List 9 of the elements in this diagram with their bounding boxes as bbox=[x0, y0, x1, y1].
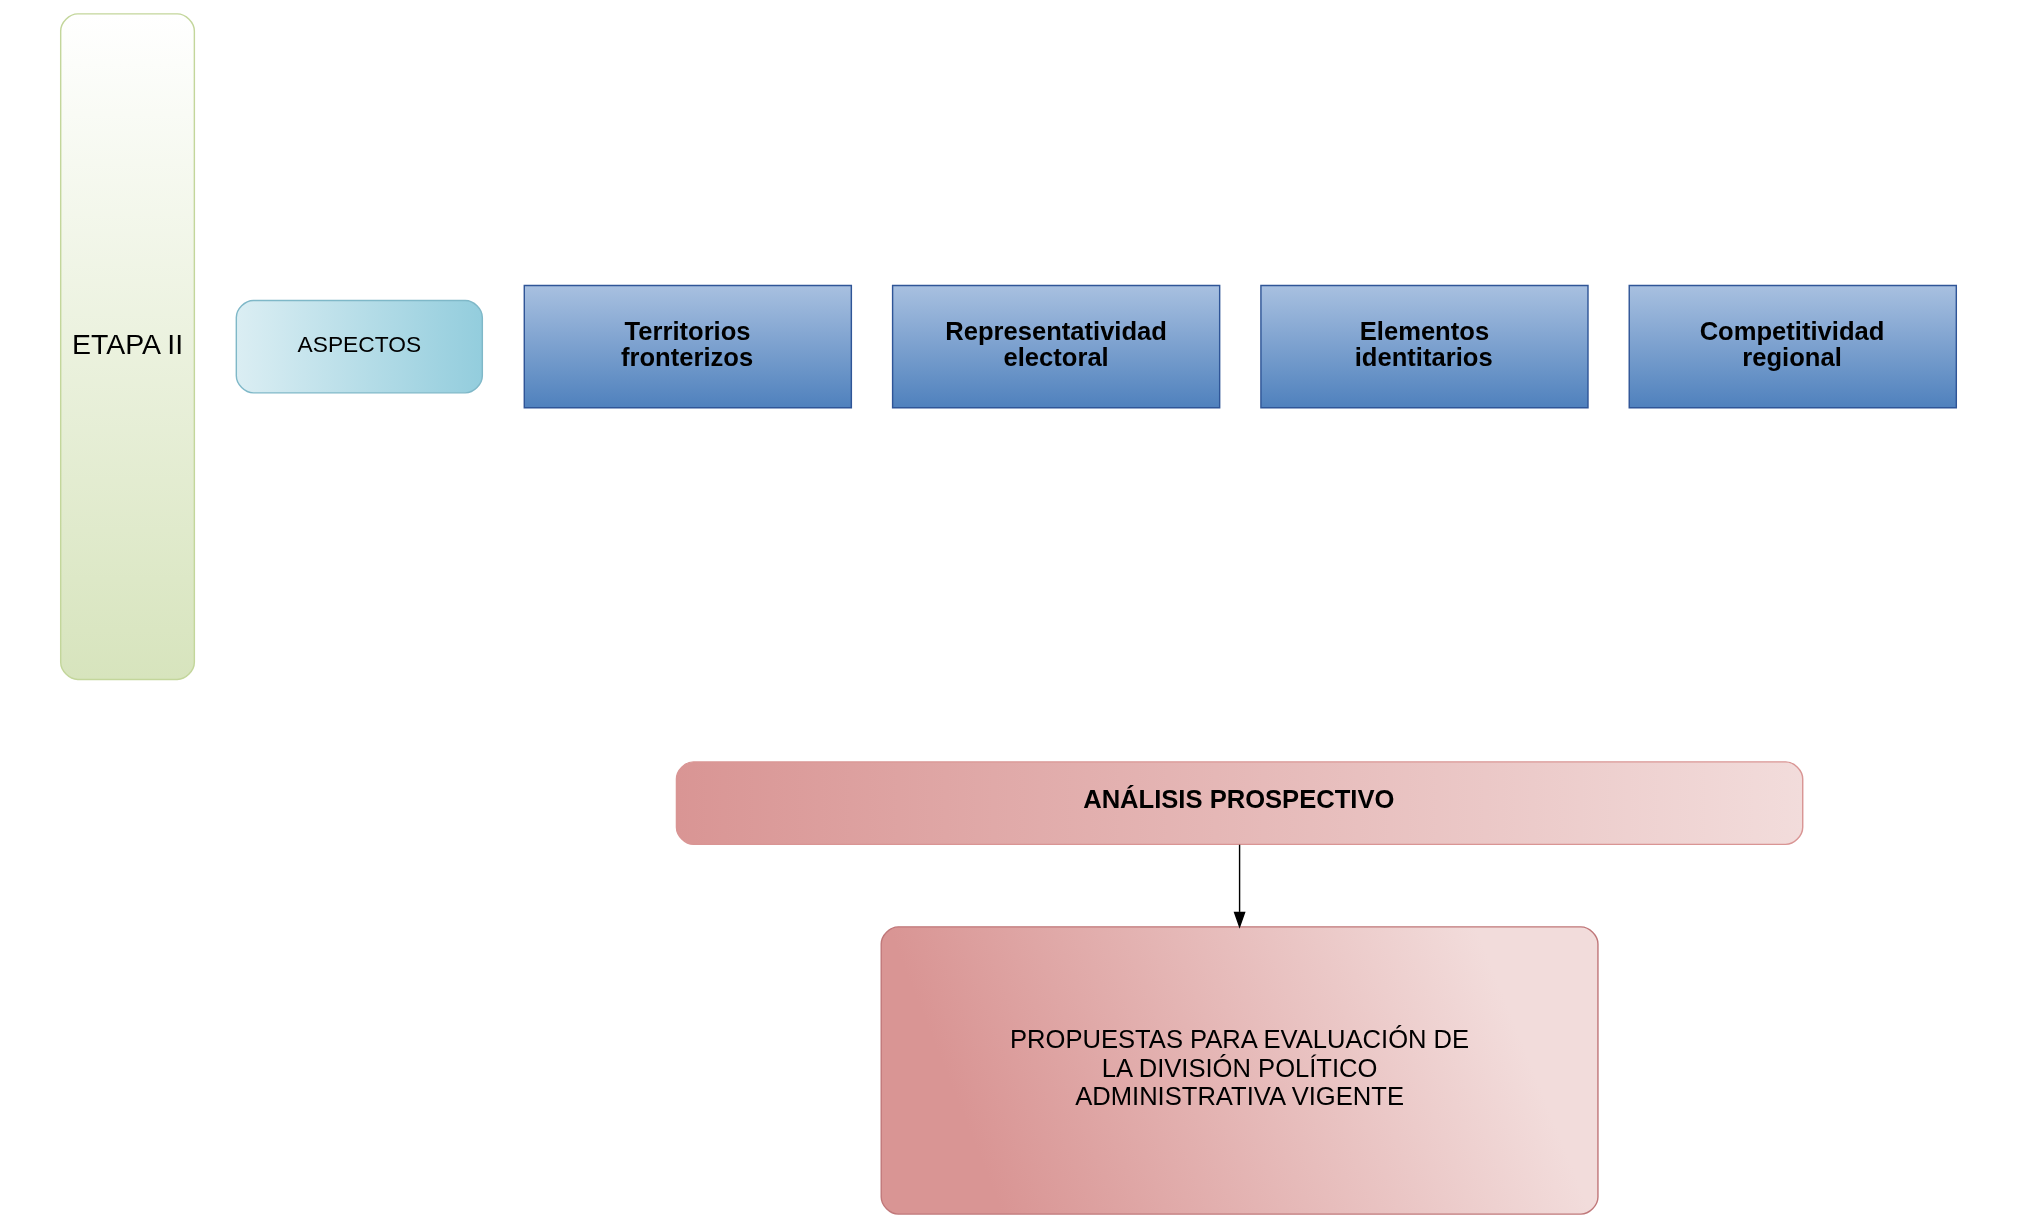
node-box: ASPECTOS bbox=[235, 299, 484, 394]
node-box: Elementos identitarios bbox=[1260, 284, 1589, 409]
node-box: ANÁLISIS PROSPECTIVO bbox=[675, 761, 1804, 846]
node-box: PROPUESTAS PARA EVALUACIÓN DE LA DIVISIÓN POLÍTICO ADMINISTRATIVA VIGENTE bbox=[880, 926, 1599, 1215]
node-box: ETAPA II bbox=[60, 13, 196, 681]
node-box: Representatividad electoral bbox=[891, 284, 1221, 409]
node-box: Territorios fronterizos bbox=[523, 284, 853, 409]
node-box: Competitividad regional bbox=[1628, 284, 1957, 409]
arrow bbox=[1233, 844, 1246, 929]
